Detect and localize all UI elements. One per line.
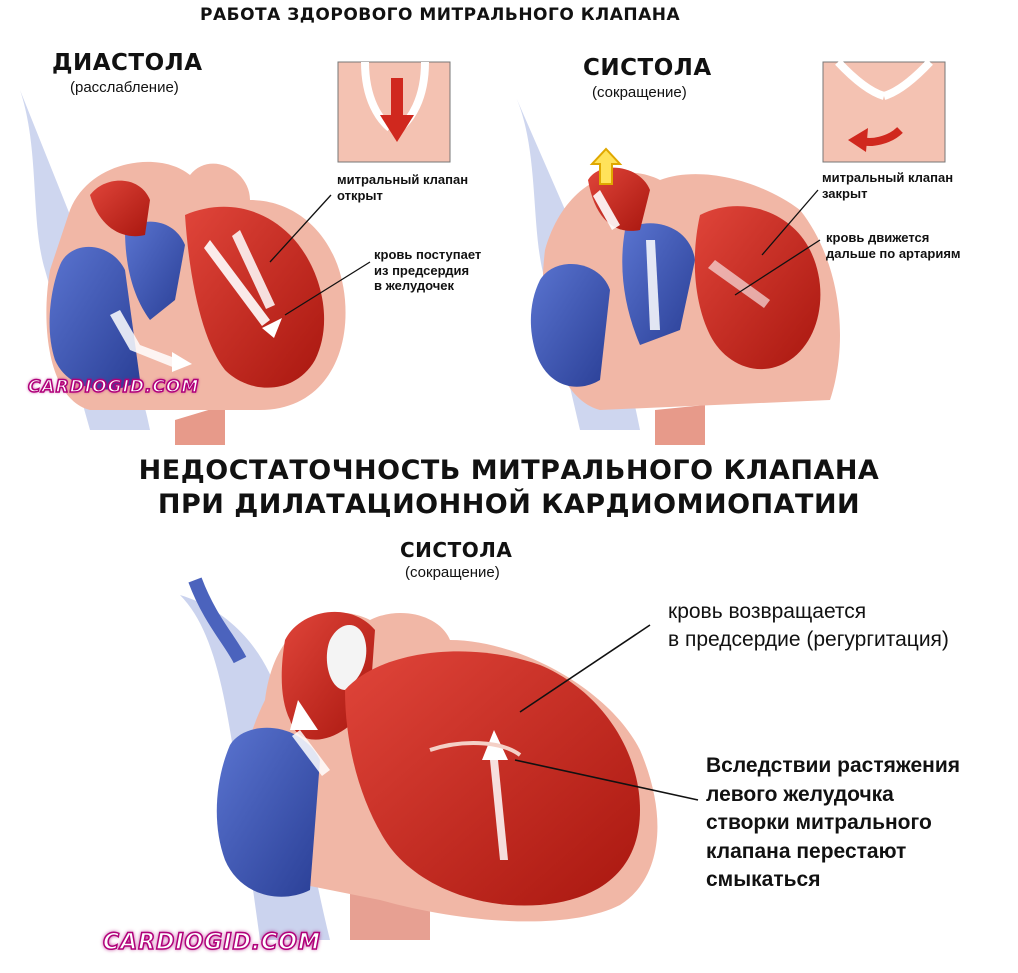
systole-top-blood-label: кровь движется дальше по артариям <box>826 230 961 261</box>
inset-valve-open <box>338 62 450 162</box>
middle-title-line-1: НЕДОСТАТОЧНОСТЬ МИТРАЛЬНОГО КЛАПАНА <box>0 454 1018 488</box>
regurgitation-label: кровь возвращается в предсердие (регурги… <box>668 598 949 655</box>
diastole-blood-label: кровь поступает из предсердия в желудоче… <box>374 247 481 294</box>
cause-line-1: Вследствии растяжения <box>706 752 960 781</box>
systole-top-valve-line-1: митральный клапан <box>822 170 953 186</box>
heart-systole-top <box>515 95 840 445</box>
cause-label: Вследствии растяжения левого желудочка с… <box>706 752 960 895</box>
systole-top-blood-line-2: дальше по артариям <box>826 246 961 262</box>
top-title: РАБОТА ЗДОРОВОГО МИТРАЛЬНОГО КЛАПАНА <box>200 5 680 25</box>
regurgitation-line-1: кровь возвращается <box>668 598 949 626</box>
cause-line-5: смыкаться <box>706 866 960 895</box>
diastole-blood-line-1: кровь поступает <box>374 247 481 263</box>
regurgitation-line-2: в предсердие (регургитация) <box>668 626 949 654</box>
middle-title: НЕДОСТАТОЧНОСТЬ МИТРАЛЬНОГО КЛАПАНА ПРИ … <box>0 454 1018 522</box>
systole-top-subtitle: (сокращение) <box>592 84 687 101</box>
heart-dilated <box>180 580 657 940</box>
systole-top-title: СИСТОЛА <box>583 55 712 81</box>
inset-valve-closed <box>823 62 945 162</box>
diastole-valve-line-2: открыт <box>337 188 468 204</box>
systole-top-valve-line-2: закрыт <box>822 186 953 202</box>
cause-line-2: левого желудочка <box>706 781 960 810</box>
cause-line-4: клапана перестают <box>706 838 960 867</box>
systole-bottom-subtitle: (сокращение) <box>405 564 500 581</box>
systole-top-valve-label: митральный клапан закрыт <box>822 170 953 201</box>
diastole-subtitle: (расслабление) <box>70 79 179 96</box>
cause-line-3: створки митрального <box>706 809 960 838</box>
watermark-bottom: CARDIOGID.COM <box>103 930 321 955</box>
diastole-title: ДИАСТОЛА <box>52 50 203 76</box>
diastole-valve-label: митральный клапан открыт <box>337 172 468 203</box>
diastole-valve-line-1: митральный клапан <box>337 172 468 188</box>
systole-top-blood-line-1: кровь движется <box>826 230 961 246</box>
diastole-blood-line-3: в желудочек <box>374 278 481 294</box>
systole-bottom-title: СИСТОЛА <box>400 538 512 562</box>
watermark-top: CARDIOGID.COM <box>28 377 199 397</box>
middle-title-line-2: ПРИ ДИЛАТАЦИОННОЙ КАРДИОМИОПАТИИ <box>0 488 1018 522</box>
diastole-blood-line-2: из предсердия <box>374 263 481 279</box>
